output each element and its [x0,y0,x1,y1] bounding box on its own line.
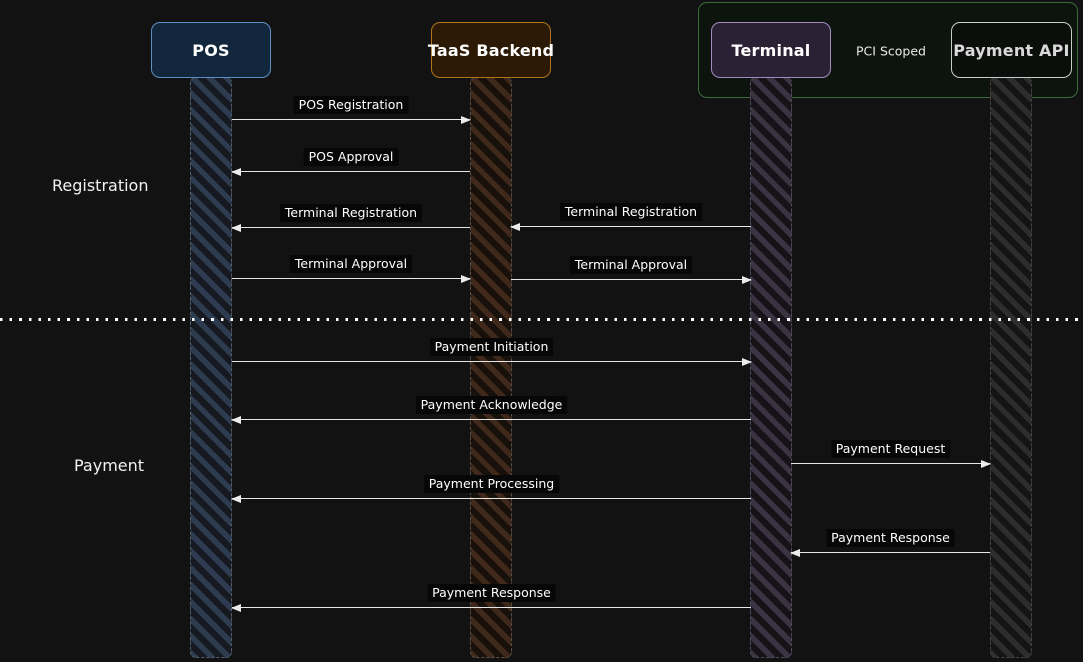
arrowhead-right-icon [981,459,991,468]
message-label: POS Approval [303,148,399,166]
message-line [232,607,751,608]
actor-terminal: Terminal [711,22,831,78]
message-label: Terminal Registration [559,203,703,221]
arrowhead-left-icon [790,548,800,557]
message-line [791,552,990,553]
section-divider [0,318,1083,321]
arrowhead-right-icon [461,115,471,124]
section-label-payment: Payment [74,456,145,475]
message-label: Payment Response [427,584,556,602]
message: POS Registration [232,90,471,124]
message-label: POS Registration [293,96,409,114]
pci-scope-label: PCI Scoped [856,43,926,59]
arrowhead-right-icon [461,274,471,283]
arrowhead-right-icon [742,357,752,366]
message-label: Terminal Approval [289,255,413,273]
actor-label: POS [192,40,230,60]
message-label: Payment Request [830,440,951,458]
message: Payment Request [791,434,991,468]
message: POS Approval [231,142,470,176]
message: Payment Response [231,578,751,612]
message: Terminal Registration [510,197,751,231]
message: Payment Processing [231,469,751,503]
lifeline-pos [190,77,232,658]
section-label-registration: Registration [52,176,149,195]
lifeline-taas-backend [470,77,512,658]
message-line [232,171,470,172]
message-line [232,361,751,362]
actor-pos: POS [151,22,271,78]
actor-payment-api: Payment API [951,22,1072,78]
message-line [232,278,470,279]
arrowhead-left-icon [231,603,241,612]
message-label: Payment Initiation [429,338,554,356]
arrowhead-right-icon [742,275,752,284]
message-line [232,419,751,420]
lifeline-payment-api [990,77,1032,658]
message-label: Terminal Registration [279,204,423,222]
actor-label: Payment API [953,40,1070,60]
arrowhead-left-icon [510,222,520,231]
message-label: Payment Response [826,529,955,547]
message: Terminal Registration [231,198,470,232]
message-label: Terminal Approval [569,256,693,274]
arrowhead-left-icon [231,415,241,424]
message-label: Payment Acknowledge [415,396,568,414]
message: Payment Acknowledge [231,390,751,424]
actor-taas-backend: TaaS Backend [427,22,555,78]
message-line [232,227,470,228]
message: Terminal Approval [232,249,471,283]
message: Payment Response [790,523,990,557]
lifeline-terminal [750,77,792,658]
message-label: Payment Processing [423,475,560,493]
actor-label: Terminal [731,40,811,60]
message-line [511,279,751,280]
message: Payment Initiation [232,332,752,366]
message-line [511,226,751,227]
message-line [232,498,751,499]
message: Terminal Approval [511,250,752,284]
arrowhead-left-icon [231,167,241,176]
arrowhead-left-icon [231,494,241,503]
message-line [791,463,990,464]
actor-label: TaaS Backend [427,40,555,60]
arrowhead-left-icon [231,223,241,232]
message-line [232,119,470,120]
